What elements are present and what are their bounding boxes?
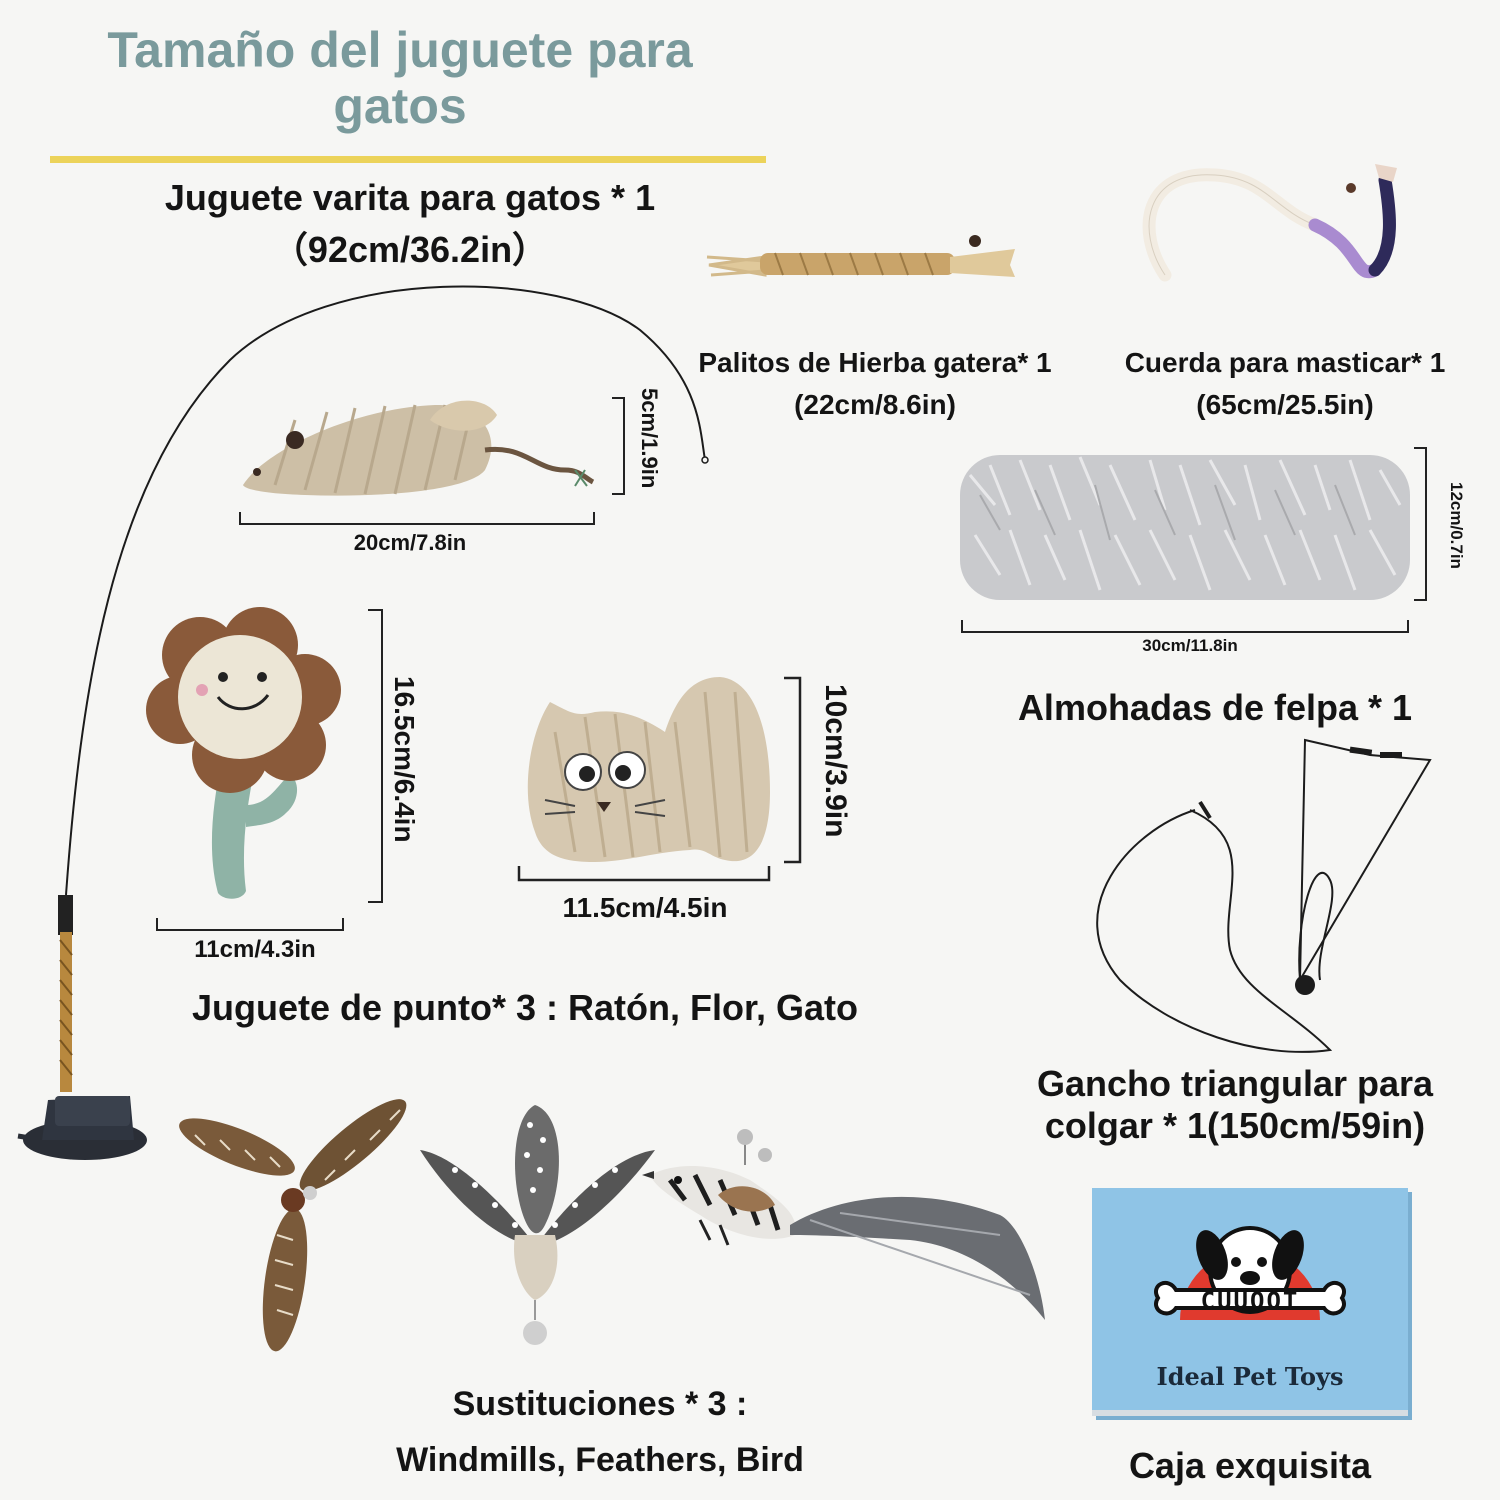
catnip-label: Palitos de Hierba gatera* 1 (698, 347, 1052, 378)
flower-width-bracket (156, 918, 344, 931)
feathers-replacement-image (420, 1105, 655, 1345)
plush-width-bracket (961, 620, 1409, 633)
mouse-width-bracket (239, 512, 595, 525)
cat-height: 10cm/3.9in (819, 684, 852, 838)
flower-height-bracket (368, 609, 383, 903)
wand-label: Juguete varita para gatos * 1 (164, 177, 656, 218)
box-label: Caja exquisita (1128, 1445, 1372, 1486)
mouse-height: 5cm/1.9in (637, 388, 662, 489)
mouse-width: 20cm/7.8in (353, 530, 467, 555)
knit-mouse-image (243, 400, 595, 496)
plush-label: Almohadas de felpa * 1 (1017, 687, 1413, 728)
flower-height: 16.5cm/6.4in (389, 676, 420, 843)
windmill-feather-image (179, 1099, 407, 1352)
replacements-label-line1: Sustituciones * 3 : (452, 1385, 748, 1423)
hook-label-line1: Gancho triangular para (1036, 1063, 1434, 1104)
rope-label: Cuerda para masticar* 1 (1124, 347, 1446, 378)
bird-replacement-image (642, 1129, 1045, 1320)
catnip-size: (22cm/8.6in) (794, 389, 956, 420)
chew-rope-image (1142, 164, 1397, 282)
plush-height: 12cm/0.7in (1447, 482, 1466, 569)
title-underline (50, 156, 766, 163)
box-tagline: Ideal Pet Toys (1156, 1362, 1344, 1391)
plush-pillow-image (960, 455, 1410, 600)
knit-toys-label: Juguete de punto* 3 : Ratón, Flor, Gato (191, 987, 859, 1028)
replacements-label-line2: Windmills, Feathers, Bird (396, 1441, 804, 1479)
mouse-height-bracket (612, 397, 625, 495)
knit-cat-image (527, 677, 770, 862)
dog-logo-icon (1154, 1226, 1346, 1320)
plush-height-bracket (1414, 447, 1427, 601)
hook-label-line2: colgar * 1(150cm/59in) (1044, 1105, 1426, 1146)
rope-size: (65cm/25.5in) (1196, 389, 1374, 420)
triangular-hook-image (1096, 738, 1432, 1053)
box-brand: CUUOOT (1200, 1287, 1300, 1315)
flower-width: 11cm/4.3in (194, 936, 316, 963)
wand-size: （92cm/36.2in） (271, 229, 549, 270)
cat-width-bracket (517, 866, 771, 882)
knit-flower-image (146, 607, 341, 899)
cat-height-bracket (784, 676, 802, 864)
page-title: Tamaño del juguete para gatos (107, 22, 693, 134)
gift-box: CUUOOT Ideal Pet Toys (1092, 1188, 1408, 1416)
plush-width: 30cm/11.8in (1142, 636, 1238, 655)
catnip-stick-image (706, 235, 1015, 277)
cat-width: 11.5cm/4.5in (562, 892, 728, 923)
